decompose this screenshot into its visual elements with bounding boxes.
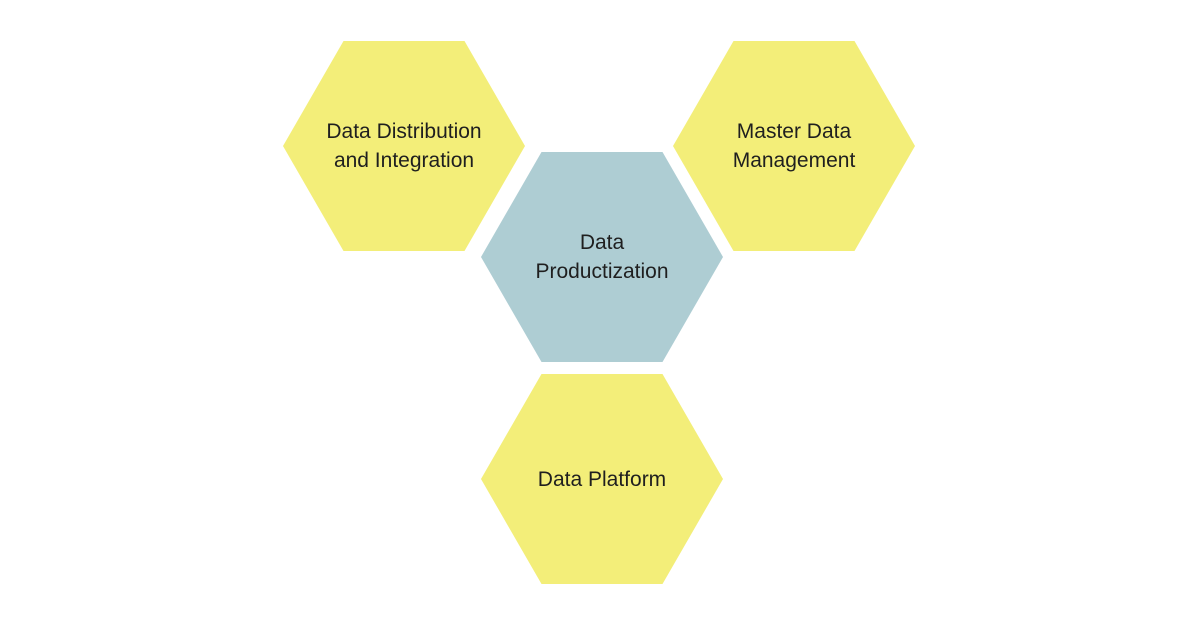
hexagon-data-distribution-and-integration: Data Distribution and Integration [283,41,525,251]
hexagon-data-platform: Data Platform [481,374,723,584]
hexagon-label: Data Productization [535,231,669,283]
hexagon-label: Data Platform [537,467,667,491]
hexagon-label: Master Data Management [732,120,856,172]
hexagon-master-data-management: Master Data Management [673,41,915,251]
hexagon-data-productization: Data Productization [481,152,723,362]
hexagon-label: Data Distribution and Integration [326,120,482,172]
